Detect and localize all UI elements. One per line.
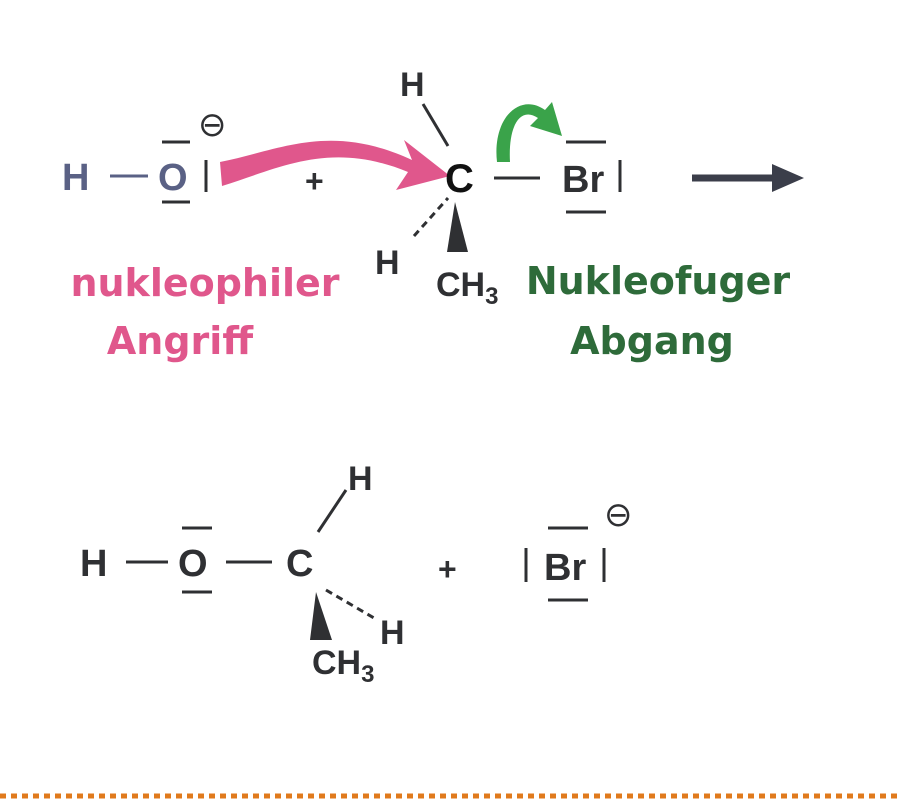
reaction-arrow-head — [772, 164, 804, 192]
product-h-atom: H — [80, 543, 107, 585]
reactant-plus: + — [305, 163, 324, 199]
product-c-h-hashed-bond — [325, 588, 375, 620]
attack-label-line2: Angriff — [107, 319, 254, 363]
nucleophilic-attack-arrow — [220, 140, 450, 190]
leaving-group-arrow — [496, 102, 562, 162]
c-h-top-bond — [421, 103, 450, 147]
substrate-br-atom: Br — [562, 159, 604, 201]
product-c-h-top-bond — [316, 489, 348, 533]
product-methyl: CH3 — [312, 644, 374, 688]
c-methyl-wedge-bond — [447, 202, 468, 252]
bromide-charge: ⊖ — [604, 496, 633, 534]
hydroxide-charge: ⊖ — [198, 106, 227, 144]
product-h-right: H — [380, 614, 405, 652]
product-c-methyl-wedge-bond — [310, 592, 332, 640]
product-h-top: H — [348, 460, 373, 498]
hydroxide-o-atom: O — [158, 157, 188, 199]
product-o-atom: O — [178, 543, 208, 585]
c-h-hashed-bond — [412, 196, 450, 238]
product-c-atom: C — [286, 543, 313, 585]
bromide-br-atom: Br — [544, 547, 586, 589]
hydroxide-h-atom: H — [62, 157, 89, 199]
substrate-h-left: H — [375, 244, 400, 282]
leaving-label-line1: Nukleofuger — [526, 259, 791, 303]
product-plus: + — [438, 551, 457, 587]
leaving-label-line2: Abgang — [570, 319, 734, 363]
substrate-c-atom: C — [445, 157, 474, 201]
substrate-h-top: H — [400, 66, 425, 104]
substrate-methyl: CH3 — [436, 266, 498, 310]
attack-label-line1: nukleophiler — [70, 261, 339, 305]
